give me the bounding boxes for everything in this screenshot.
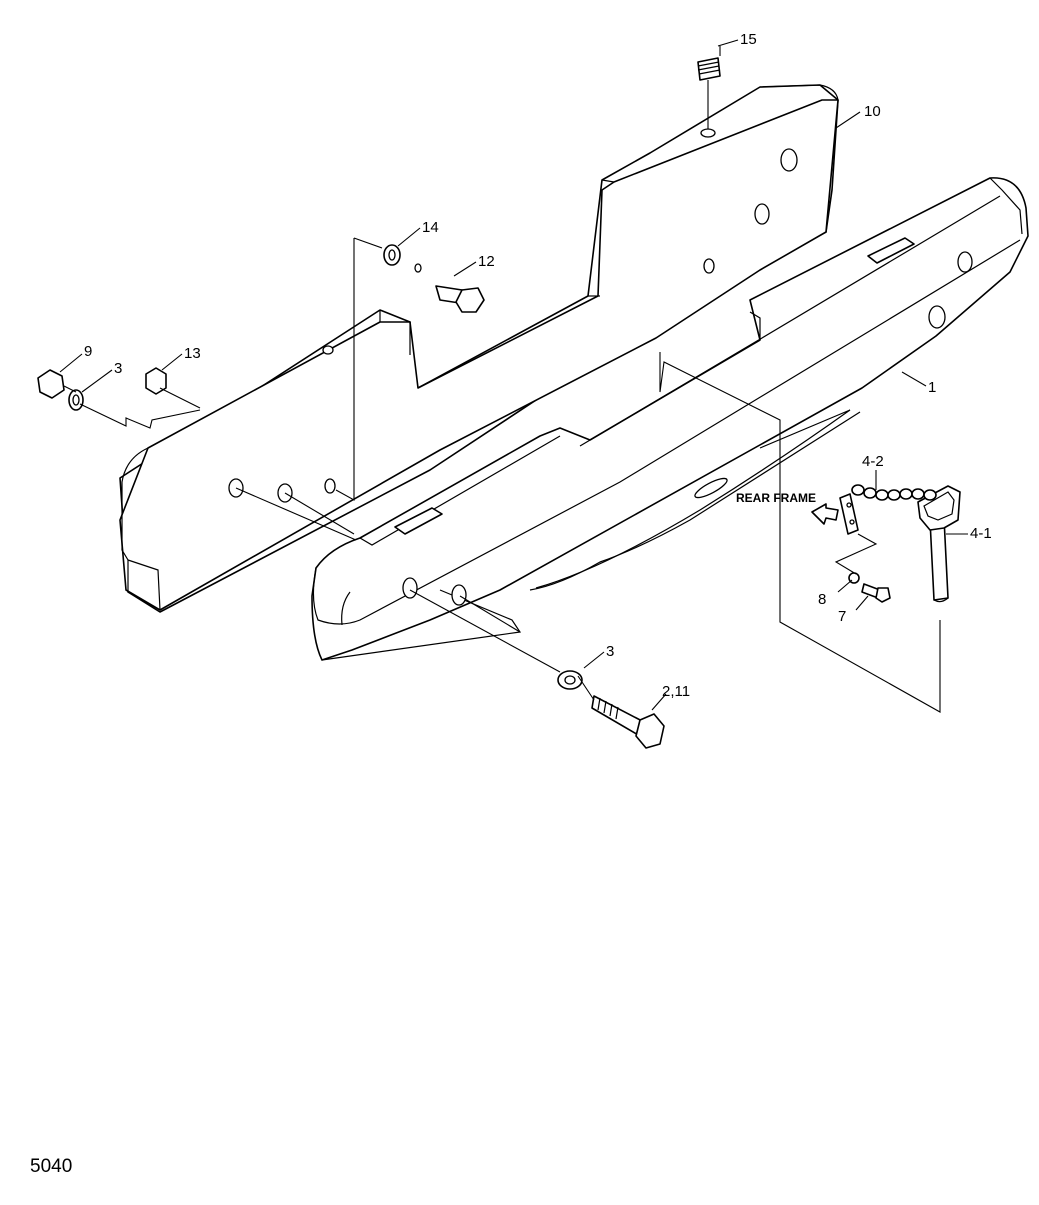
callout-leaders <box>59 39 968 711</box>
washer-3-left <box>68 389 84 411</box>
callout-13: 13 <box>184 345 201 362</box>
callout-8: 8 <box>818 591 826 608</box>
washer-3-right <box>557 670 583 690</box>
counterweight-beam-1 <box>311 177 1029 661</box>
drawing-code: 5040 <box>30 1156 72 1177</box>
callout-7: 7 <box>838 608 846 625</box>
washer-14 <box>383 244 401 266</box>
chain-4-2 <box>839 484 937 535</box>
pin-4-1 <box>917 485 961 603</box>
callout-1: 1 <box>928 379 936 396</box>
bracket-plate-10 <box>119 84 839 613</box>
nut-13 <box>145 367 167 395</box>
callout-9: 9 <box>84 343 92 360</box>
bolt-12 <box>414 263 485 313</box>
callout-10: 10 <box>864 103 881 120</box>
callout-15: 15 <box>740 31 757 48</box>
rear-frame-arrow <box>811 503 839 525</box>
callout-2-11: 2,11 <box>662 683 690 700</box>
callout-4-2: 4-2 <box>862 453 884 470</box>
callout-3-right: 3 <box>606 643 614 660</box>
screw-7 <box>861 583 891 603</box>
callout-12: 12 <box>478 253 495 270</box>
rear-frame-label: REAR FRAME <box>736 491 816 505</box>
nut-9 <box>37 369 65 399</box>
callout-4-1: 4-1 <box>970 525 992 542</box>
callout-3-left: 3 <box>114 360 122 377</box>
bolt-2-11 <box>591 695 665 749</box>
callout-14: 14 <box>422 219 439 236</box>
plug-15 <box>697 57 721 138</box>
assembly-lines <box>63 237 941 713</box>
callout-labels: 15 10 14 12 9 3 13 1 4-2 REAR FRAME 4-1 … <box>84 31 992 700</box>
